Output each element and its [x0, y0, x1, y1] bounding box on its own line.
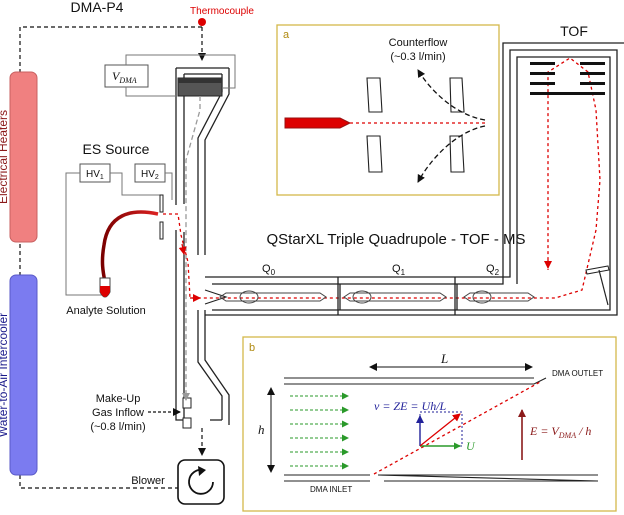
ion-trajectory: [373, 381, 541, 475]
velocity-arrow-resultant: [419, 413, 461, 447]
intercooler-label: Water-to-Air Intercooler: [0, 313, 10, 437]
makeup-label-1: Make-Up: [96, 393, 141, 405]
sheath-gas-path: [182, 96, 201, 401]
es-capillary: [100, 210, 159, 283]
tof-detector-mount: [598, 269, 609, 306]
q1-label: Q1: [392, 263, 406, 277]
inset-a: [276, 24, 500, 196]
counterflow-arrow-down: [417, 125, 486, 183]
dma-outlet-label: DMA OUTLET: [552, 369, 603, 378]
dma-title: DMA-P4: [71, 0, 124, 15]
tof-label: TOF: [560, 23, 588, 39]
analyte-liquid: [100, 286, 110, 297]
ms-title: QStarXL Triple Quadrupole - TOF - MS: [267, 231, 526, 248]
thermocouple: [198, 18, 206, 26]
tof-reflectron: [530, 62, 605, 95]
quadrupole-q0: [219, 290, 327, 304]
inset-b-letter: b: [249, 342, 255, 354]
analyte-label: Analyte Solution: [66, 305, 146, 317]
es-plate-top: [159, 194, 164, 213]
intercooler: [9, 274, 38, 476]
thermocouple-label: Thermocouple: [190, 6, 254, 17]
ion-arrow-1: [178, 243, 187, 255]
es-source-label: ES Source: [83, 141, 150, 157]
hv-wires: [65, 172, 173, 296]
dma-body: [175, 67, 230, 425]
length-label: L: [440, 351, 448, 366]
counterflow-arrow-up: [417, 69, 486, 121]
tof-detector: [585, 265, 610, 275]
capillary-tip: [284, 117, 352, 129]
electrical-heaters: [9, 71, 38, 243]
dma-outlet-stub: [182, 397, 192, 409]
velocity-equation: v = ZE = Uh/L: [374, 399, 447, 413]
u-label: U: [466, 439, 476, 453]
counterflow-label-2: (~0.3 l/min): [390, 51, 445, 63]
ms-chamber: [205, 42, 624, 316]
q2-label: Q2: [486, 263, 500, 277]
ion-path: [163, 57, 601, 299]
makeup-label-2: Gas Inflow: [92, 407, 144, 419]
dma-inlet-label: DMA INLET: [310, 485, 352, 494]
es-plate-bottom: [159, 221, 164, 240]
blower-label: Blower: [131, 475, 165, 487]
inset-a-letter: a: [283, 29, 290, 41]
ms-inlet-cone: [204, 289, 228, 305]
quadrupole-q1: [343, 290, 447, 304]
electrical-heaters-label: Electrical Heaters: [0, 110, 10, 204]
hv2-label: HV2: [141, 169, 159, 181]
q0-label: Q0: [262, 263, 276, 277]
v-dma-wires: [125, 54, 236, 97]
blower-rotation-icon: [188, 468, 214, 495]
inset-b: [242, 336, 617, 512]
dma-outlet-stub-2: [182, 417, 192, 429]
blower: [177, 459, 225, 505]
dma-electrode-top-cap: [178, 78, 222, 83]
hv1-label: HV1: [86, 169, 104, 181]
inset-b-plates: [284, 377, 599, 482]
inset-a-electrodes: [366, 77, 465, 173]
makeup-label-3: (~0.8 l/min): [90, 421, 145, 433]
field-equation: E = VDMA / h: [529, 424, 591, 440]
gap-label: h: [258, 422, 265, 437]
v-dma-label: VDMA: [112, 69, 137, 85]
quadrupole-q2: [463, 290, 535, 304]
counterflow-label-1: Counterflow: [389, 37, 448, 49]
